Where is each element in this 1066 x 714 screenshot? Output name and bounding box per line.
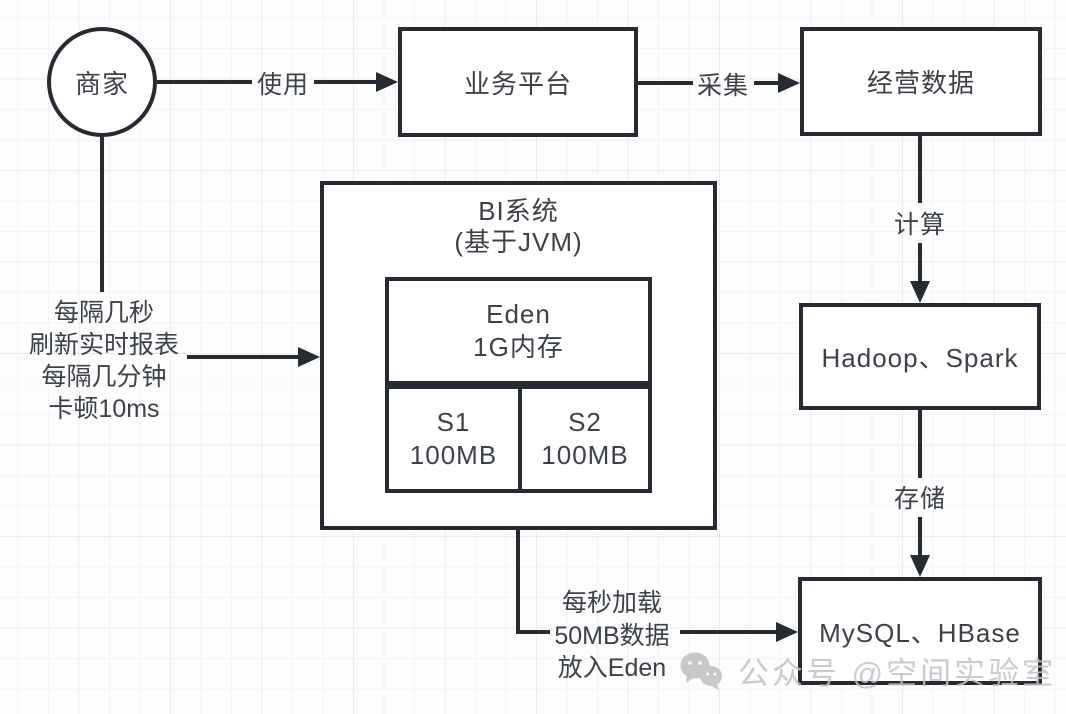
annotation-refresh-line3: 每隔几分钟 <box>41 363 167 391</box>
edge-store-label: 存储 <box>893 485 947 513</box>
edge-load-arrowhead-icon <box>776 622 798 642</box>
node-merchant-label: 商家 <box>74 68 129 99</box>
bi-system-subtitle-line: (基于JVM) <box>454 227 583 257</box>
node-s2: S2 100MB <box>518 385 652 493</box>
edge-load-line-vertical <box>516 530 520 634</box>
edge-collect-label: 采集 <box>696 72 750 100</box>
edge-compute-line-bottom <box>918 243 922 283</box>
edge-collect-line-right <box>754 81 778 85</box>
node-operating-data: 经营数据 <box>800 27 1042 136</box>
node-s1-size: 100MB <box>409 440 498 470</box>
node-eden: Eden 1G内存 <box>385 277 652 385</box>
annotation-refresh-line2: 刷新实时报表 <box>28 331 179 359</box>
node-s1: S1 100MB <box>385 385 522 493</box>
node-hadoop-spark-label: Hadoop、Spark <box>821 343 1019 373</box>
bi-system-title-line: BI系统 <box>478 196 559 226</box>
node-s2-name: S2 <box>568 407 602 437</box>
node-operating-data-label: 经营数据 <box>866 68 975 98</box>
node-s2-size: 100MB <box>541 440 629 470</box>
annotation-load-line1: 每秒加载 <box>561 589 662 617</box>
edge-store-line-top <box>918 410 922 478</box>
node-business-platform: 业务平台 <box>398 27 638 137</box>
edge-use-line-left <box>157 80 252 84</box>
watermark: 公众号 @空间实验室 <box>678 648 1056 693</box>
node-business-platform-label: 业务平台 <box>463 68 572 99</box>
node-mysql-hbase: MySQL、HBase <box>798 577 1042 685</box>
edge-store-line-bottom <box>918 517 922 557</box>
node-hadoop-spark: Hadoop、Spark <box>799 303 1041 410</box>
node-bi-system-title: BI系统 (基于JVM) <box>320 196 717 258</box>
annotation-refresh-line4: 卡顿10ms <box>48 395 160 423</box>
edge-merchant-down-line <box>100 137 104 292</box>
edge-load-line-h2 <box>680 630 776 634</box>
annotation-load-line3: 放入Eden <box>557 654 667 682</box>
edge-store-arrowhead-icon <box>910 555 930 577</box>
edge-collect-arrowhead-icon <box>778 73 800 93</box>
edge-use-label: 使用 <box>256 71 310 99</box>
node-eden-name: Eden <box>486 299 551 329</box>
edge-compute-arrowhead-icon <box>910 281 930 303</box>
edge-compute-label: 计算 <box>893 211 947 239</box>
watermark-text: 公众号 @空间实验室 <box>738 656 1057 691</box>
edge-load-line-h1 <box>516 630 550 634</box>
edge-use-arrowhead-icon <box>376 72 398 92</box>
edge-refresh-arrowhead-icon <box>298 347 320 367</box>
edge-compute-line-top <box>918 136 922 203</box>
annotation-refresh-line1: 每隔几秒 <box>53 299 154 327</box>
edge-refresh-line <box>187 355 298 359</box>
annotation-load: 每秒加载 50MB数据 放入Eden <box>532 587 692 685</box>
node-eden-size: 1G内存 <box>473 332 564 362</box>
node-s1-name: S1 <box>436 407 471 437</box>
annotation-load-line2: 50MB数据 <box>554 621 670 650</box>
node-merchant: 商家 <box>47 27 157 137</box>
edge-collect-line-left <box>638 81 693 85</box>
wechat-icon <box>680 652 722 690</box>
edge-use-line-right <box>314 80 376 84</box>
annotation-refresh: 每隔几秒 刷新实时报表 每隔几分钟 卡顿10ms <box>14 297 194 425</box>
node-mysql-hbase-label: MySQL、HBase <box>819 617 1021 648</box>
